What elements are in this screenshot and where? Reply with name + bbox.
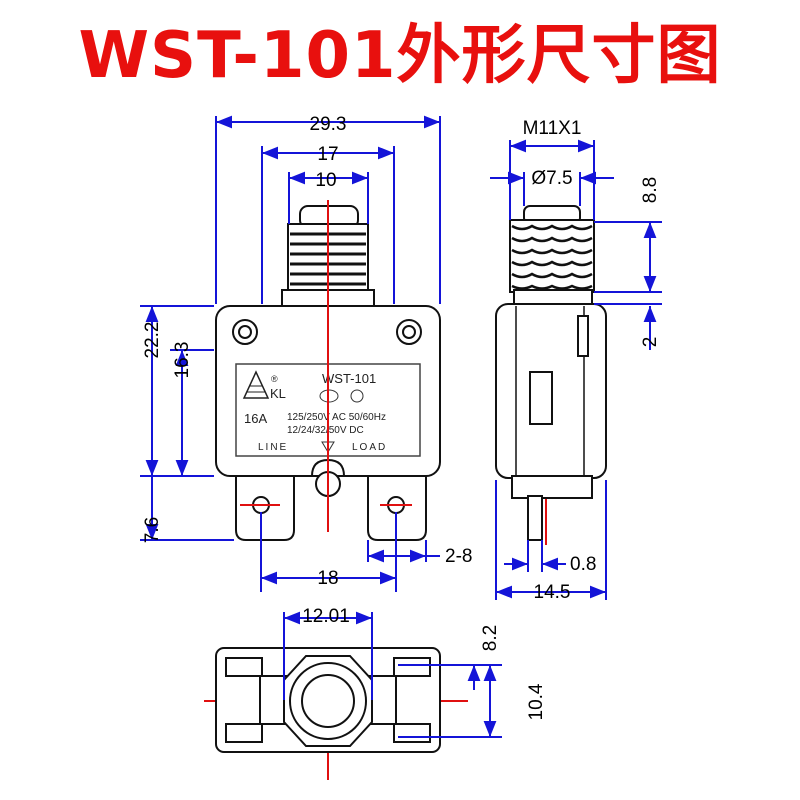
voltage-dc-text: 12/24/32/50V DC: [287, 425, 364, 436]
bottom-slot-bl: [225, 723, 263, 743]
dim-side-nut: 2: [640, 337, 661, 348]
side-dimensions: [490, 139, 662, 600]
side-clip: [577, 315, 589, 357]
bottom-button: [301, 674, 355, 728]
dim-terminal-hole: 2-8: [445, 546, 472, 567]
brand-logo: [242, 370, 270, 399]
dim-terminal-pitch: 18: [317, 568, 338, 589]
side-thread-ridges: [511, 224, 593, 290]
voltage-ac-text: 125/250V AC 50/60Hz: [287, 412, 386, 423]
side-tab: [527, 495, 543, 541]
dim-front-mid: 17: [317, 144, 338, 165]
dim-front-height-total: 22.2: [142, 322, 163, 359]
drawing-title: WST-101外形尺寸图: [78, 19, 722, 93]
bottom-slot-tl: [225, 657, 263, 677]
dim-front-terminal: 7.6: [142, 517, 163, 543]
dim-bottom-small: 8.2: [480, 625, 501, 651]
load-text: LOAD: [352, 442, 387, 453]
side-window: [529, 371, 553, 425]
bottom-slot-tr: [393, 657, 431, 677]
dim-side-tab: 0.8: [570, 554, 596, 575]
side-base: [511, 475, 593, 499]
dim-front-width: 29.3: [310, 114, 347, 135]
bottom-slot-br: [393, 723, 431, 743]
dim-front-height-body: 16.3: [172, 342, 193, 379]
registered-mark: ®: [271, 374, 278, 384]
rating-text: 16A: [244, 411, 267, 426]
dim-side-depth: 14.5: [534, 582, 571, 603]
model-text: WST-101: [322, 371, 376, 386]
dim-side-button-dia: Ø7.5: [531, 168, 572, 189]
dim-side-thread-len: 8.8: [640, 177, 661, 203]
line-text: LINE: [258, 442, 288, 453]
brand-text: KL: [270, 386, 286, 401]
dim-side-thread: M11X1: [523, 118, 582, 139]
bottom-view: [215, 647, 441, 753]
bottom-dimensions: [283, 611, 502, 738]
side-thread: [509, 219, 595, 293]
dim-bottom-height: 10.4: [526, 683, 547, 720]
side-view: [495, 205, 607, 541]
side-nut: [513, 289, 593, 305]
dim-bottom-width: 12.01: [302, 606, 350, 627]
dim-front-button: 10: [315, 170, 336, 191]
front-dimensions: [140, 115, 441, 592]
